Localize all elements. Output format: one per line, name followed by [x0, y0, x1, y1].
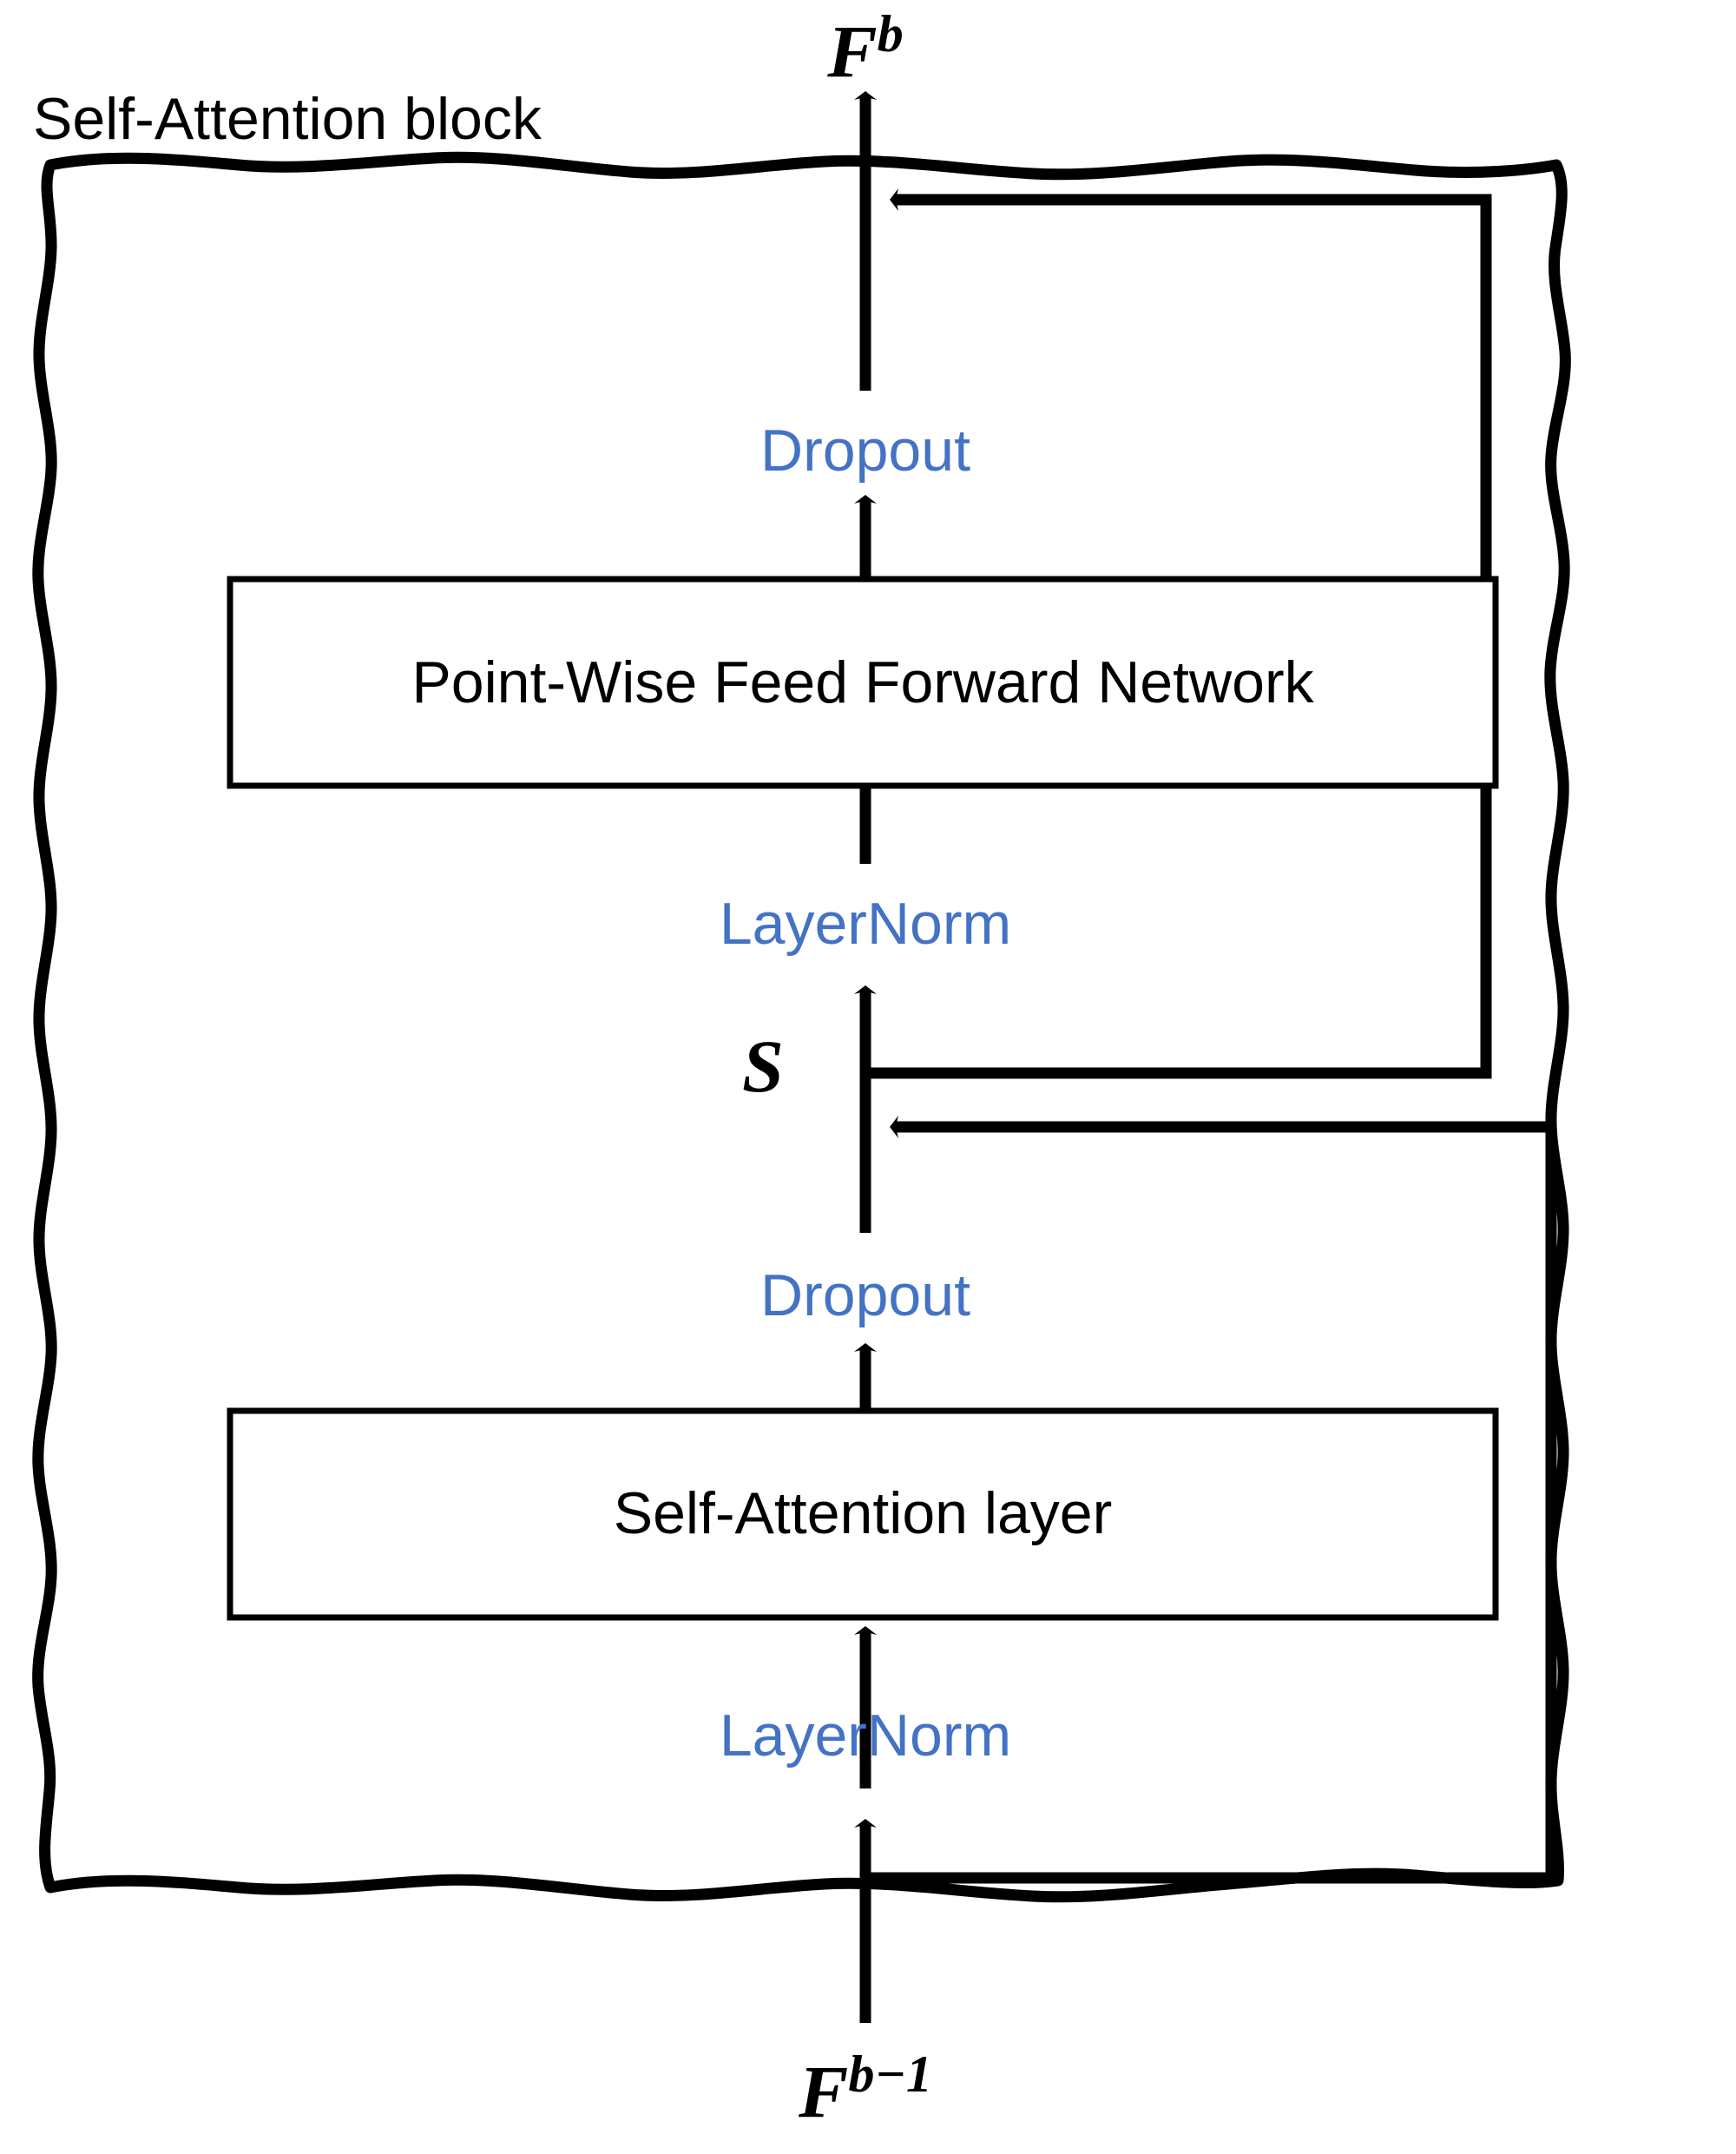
- output-label-base: F: [827, 10, 878, 94]
- output-label-superscript: b: [877, 5, 904, 63]
- node-label-dropout-top: Dropout: [760, 418, 970, 484]
- node-box-pwffn: [227, 576, 1499, 789]
- residual-inner-input-to-s: [865, 1116, 1557, 1884]
- node-label-pwffn: Point-Wise Feed Forward Network: [411, 649, 1314, 715]
- input-label-base: F: [798, 2050, 849, 2134]
- block-title: Self-Attention block: [33, 86, 542, 152]
- node-label-dropout-bottom: Dropout: [760, 1262, 970, 1328]
- input-label-superscript: b−1: [848, 2045, 933, 2104]
- input-label-f-b-minus-1: Fb−1: [799, 2048, 932, 2129]
- node-label-layernorm-bottom: LayerNorm: [719, 1703, 1012, 1769]
- node-label-self-attention-layer: Self-Attention layer: [613, 1480, 1113, 1546]
- block-boundary-wavy-outline: [32, 151, 1571, 1903]
- output-label-f-b: Fb: [827, 8, 903, 89]
- node-label-layernorm-top: LayerNorm: [719, 891, 1012, 957]
- intermediate-label-s: S: [742, 1024, 784, 1108]
- node-box-self-attention-layer: [227, 1407, 1499, 1621]
